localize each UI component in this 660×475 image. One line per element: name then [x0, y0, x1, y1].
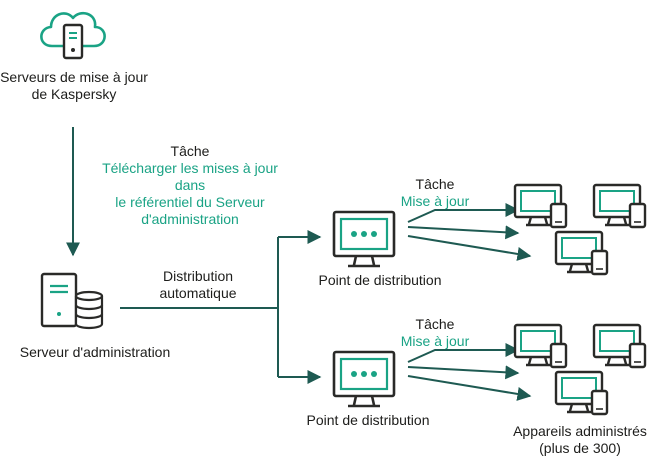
task-label-top: Tâche Mise à jour	[400, 176, 470, 209]
monitor-icon-top	[332, 210, 396, 268]
download-task-label: Tâche Télécharger les mises à jour dans …	[102, 143, 278, 227]
update-servers-label: Serveurs de mise à jour de Kaspersky	[0, 69, 148, 102]
dist-point-label-top: Point de distribution	[318, 272, 442, 288]
task-label-bottom: Tâche Mise à jour	[400, 316, 470, 349]
desktop-phone-icon	[592, 323, 647, 369]
admin-server-label: Serveur d'administration	[19, 344, 171, 360]
dist-point-label-bottom: Point de distribution	[306, 412, 430, 428]
desktop-phone-icon	[554, 230, 609, 276]
desktop-phone-icon	[513, 183, 568, 229]
desktop-phone-icon	[513, 323, 568, 369]
desktop-phone-icon	[554, 370, 609, 416]
desktop-phone-icon	[592, 183, 647, 229]
distribution-connectors	[120, 230, 322, 384]
server-database-icon	[40, 272, 104, 330]
update-arrows-bottom	[407, 343, 532, 401]
cloud-server-icon	[40, 11, 106, 60]
update-arrows-top	[407, 203, 532, 261]
monitor-icon-bottom	[332, 350, 396, 408]
auto-distribution-label: Distribution automatique	[159, 268, 237, 301]
managed-devices-label: Appareils administrés (plus de 300)	[513, 423, 647, 456]
